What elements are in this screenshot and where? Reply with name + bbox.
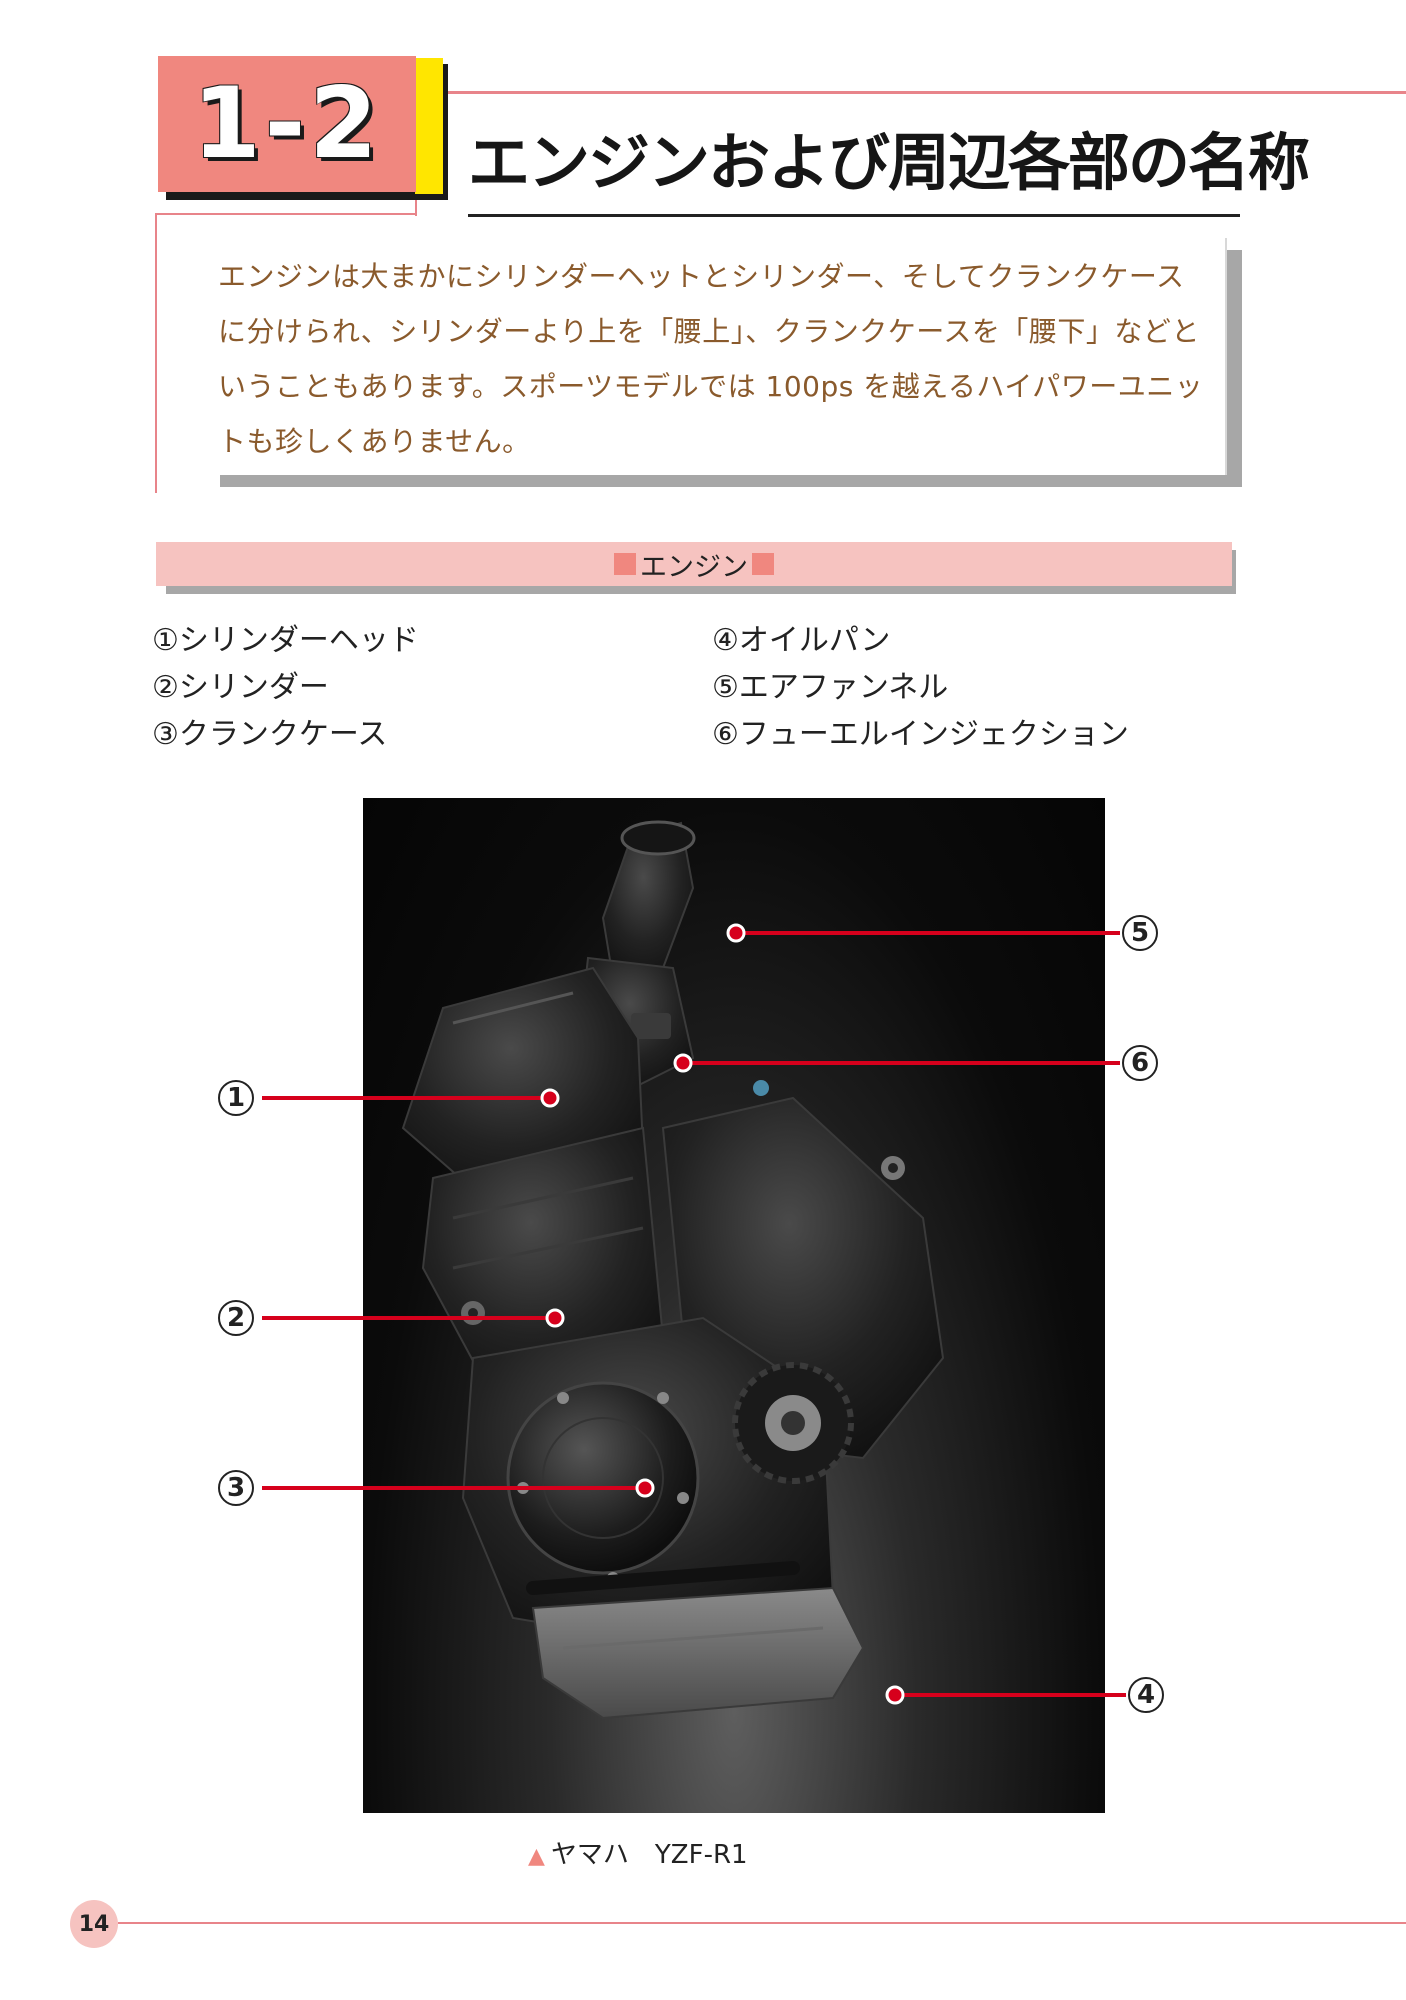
legend-right: ④オイルパン ⑤エアファンネル ⑥フューエルインジェクション: [712, 617, 1129, 758]
legend-item: ①シリンダーヘッド: [152, 623, 419, 658]
page-number: 14: [70, 1900, 118, 1948]
header-frame-top: [155, 213, 417, 215]
section-number: 1-2: [192, 67, 382, 181]
intro-text: エンジンは大まかにシリンダーヘットとシリンダー、そしてクランクケース に分けられ…: [218, 249, 1208, 469]
title-underline: [468, 214, 1240, 217]
callout-6: 6: [1122, 1045, 1158, 1081]
callout-2: 2: [218, 1300, 254, 1336]
legend-item: ②シリンダー: [152, 670, 329, 705]
caption-text: ヤマハ YZF-R1: [550, 1840, 748, 1870]
legend-item: ④オイルパン: [712, 623, 891, 658]
footer-rule: [118, 1922, 1406, 1924]
intro-line: に分けられ、シリンダーより上を「腰上」、クランクケースを「腰下」などと: [218, 315, 1200, 348]
square-marker-icon: [752, 553, 774, 575]
engine-heading: エンジン: [640, 551, 748, 583]
intro-box: [203, 238, 1227, 475]
intro-line: エンジンは大まかにシリンダーヘットとシリンダー、そしてクランクケース: [218, 260, 1185, 293]
triangle-marker-icon: ▲: [528, 1844, 545, 1869]
square-marker-icon: [614, 553, 636, 575]
callout-3: 3: [218, 1470, 254, 1506]
section-number-box: 1-2: [158, 56, 416, 192]
intro-line: いうこともあります。スポーツモデルでは 100ps を越えるハイパワーユニッ: [218, 370, 1204, 403]
engine-heading-bar: エンジン: [156, 542, 1232, 586]
intro-line: トも珍しくありません。: [218, 425, 531, 458]
header-rule: [440, 91, 1406, 94]
engine-illustration: [401, 820, 945, 1720]
callout-1: 1: [218, 1080, 254, 1116]
legend-item: ⑥フューエルインジェクション: [712, 717, 1129, 752]
section-number-accent: [415, 58, 443, 194]
header-frame-left: [155, 213, 157, 493]
legend-left: ①シリンダーヘッド ②シリンダー ③クランクケース: [152, 617, 419, 758]
legend-item: ⑤エアファンネル: [712, 670, 949, 705]
legend-item: ③クランクケース: [152, 717, 388, 752]
photo-caption: ▲ヤマハ YZF-R1: [528, 1834, 748, 1871]
callout-4: 4: [1128, 1677, 1164, 1713]
page-title: エンジンおよび周辺各部の名称: [468, 126, 1310, 199]
engine-photo: [363, 798, 1105, 1813]
callout-5: 5: [1122, 915, 1158, 951]
